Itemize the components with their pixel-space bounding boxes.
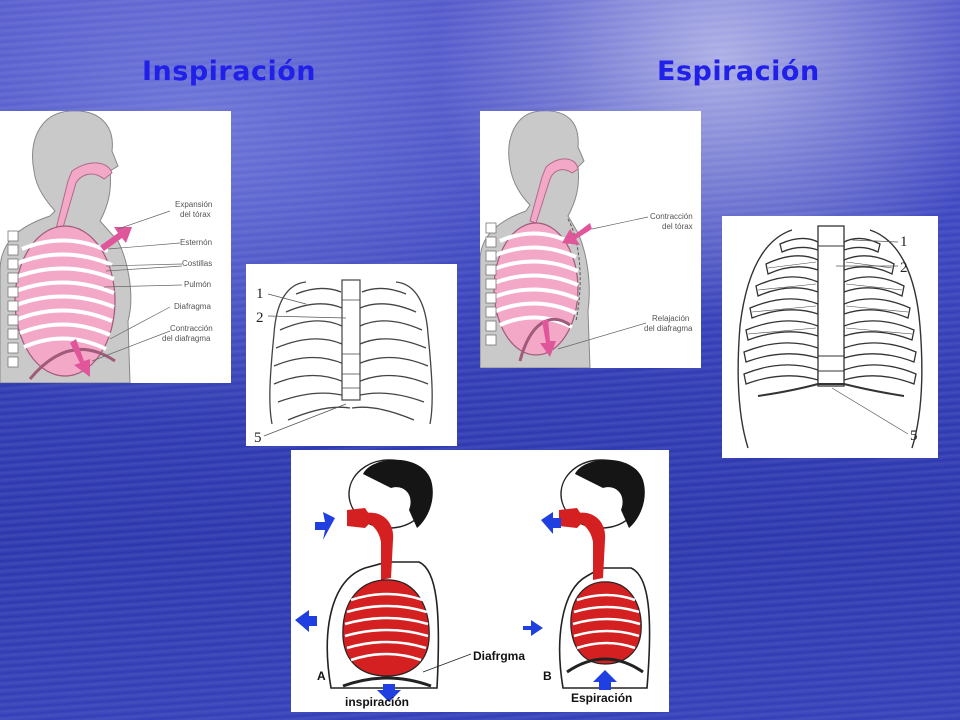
letter-a: A	[317, 669, 326, 683]
ribcage-front-number-2: 2	[256, 310, 264, 326]
diaphragm-arrow	[70, 339, 90, 377]
label-diafragma: Diafragma	[174, 302, 211, 311]
figure-a	[295, 459, 440, 702]
ribcage-front-number-5: 5	[254, 430, 262, 446]
panel-expiration-body: Contracción del tórax Relajación del dia…	[480, 111, 701, 368]
panel-inspiration-body: Expansión del tórax Esternón Costillas P…	[0, 111, 231, 383]
title-expiration: Espiración	[657, 56, 820, 87]
title-inspiration: Inspiración	[142, 56, 316, 87]
ribcage-side-number-5: 5	[910, 428, 918, 444]
label-contraccion-exp: Contracción	[650, 212, 693, 221]
caption-inspiracion: inspiración	[345, 695, 409, 709]
figure-b	[523, 459, 651, 690]
label-del-diafragma: del diafragma	[162, 334, 211, 343]
expiration-body-illustration: Contracción del tórax Relajación del dia…	[480, 111, 693, 368]
label-relajacion: Relajación	[652, 314, 689, 323]
label-del-torax: del tórax	[180, 210, 211, 219]
relaxation-arrow	[540, 319, 556, 357]
letter-b: B	[543, 669, 552, 683]
contraction-arrow	[562, 223, 592, 245]
chest-arrow-a	[295, 610, 317, 632]
caption-espiracion: Espiración	[571, 691, 632, 705]
label-pulmon: Pulmón	[184, 280, 211, 289]
breathing-illustration: A B Diafrgma inspiración Espiración	[295, 459, 651, 709]
panel-breathing-ab: A B Diafrgma inspiración Espiración	[291, 450, 669, 712]
diaphragm-arrow-b	[593, 670, 617, 690]
label-del-diafragma-exp: del diafragma	[644, 324, 693, 333]
inspiration-body-illustration: Expansión del tórax Esternón Costillas P…	[0, 111, 213, 383]
diaphragm-label: Diafrgma	[473, 649, 525, 663]
expansion-arrow	[100, 227, 132, 251]
ribcage-side-number-2: 2	[900, 260, 908, 276]
label-esternon: Esternón	[180, 238, 212, 247]
mouth-arrow-b	[541, 512, 561, 534]
ribcage-side-illustration: 1 2 5	[737, 225, 923, 449]
diaphragm-arrow-a	[377, 684, 401, 702]
chest-arrow-b	[523, 620, 543, 636]
panel-ribcage-side: 1 2 5	[722, 216, 938, 458]
label-del-torax-exp: del tórax	[662, 222, 693, 231]
label-contraccion: Contracción	[170, 324, 213, 333]
panel-ribcage-front: 1 2 5	[246, 264, 457, 446]
label-costillas: Costillas	[182, 259, 212, 268]
label-expansion: Expansión	[175, 200, 212, 209]
ribcage-front-illustration: 1 2 5	[254, 279, 433, 446]
ribcage-side-number-1: 1	[900, 234, 908, 250]
ribcage-front-number-1: 1	[256, 286, 264, 302]
mouth-arrow-a	[315, 512, 335, 540]
